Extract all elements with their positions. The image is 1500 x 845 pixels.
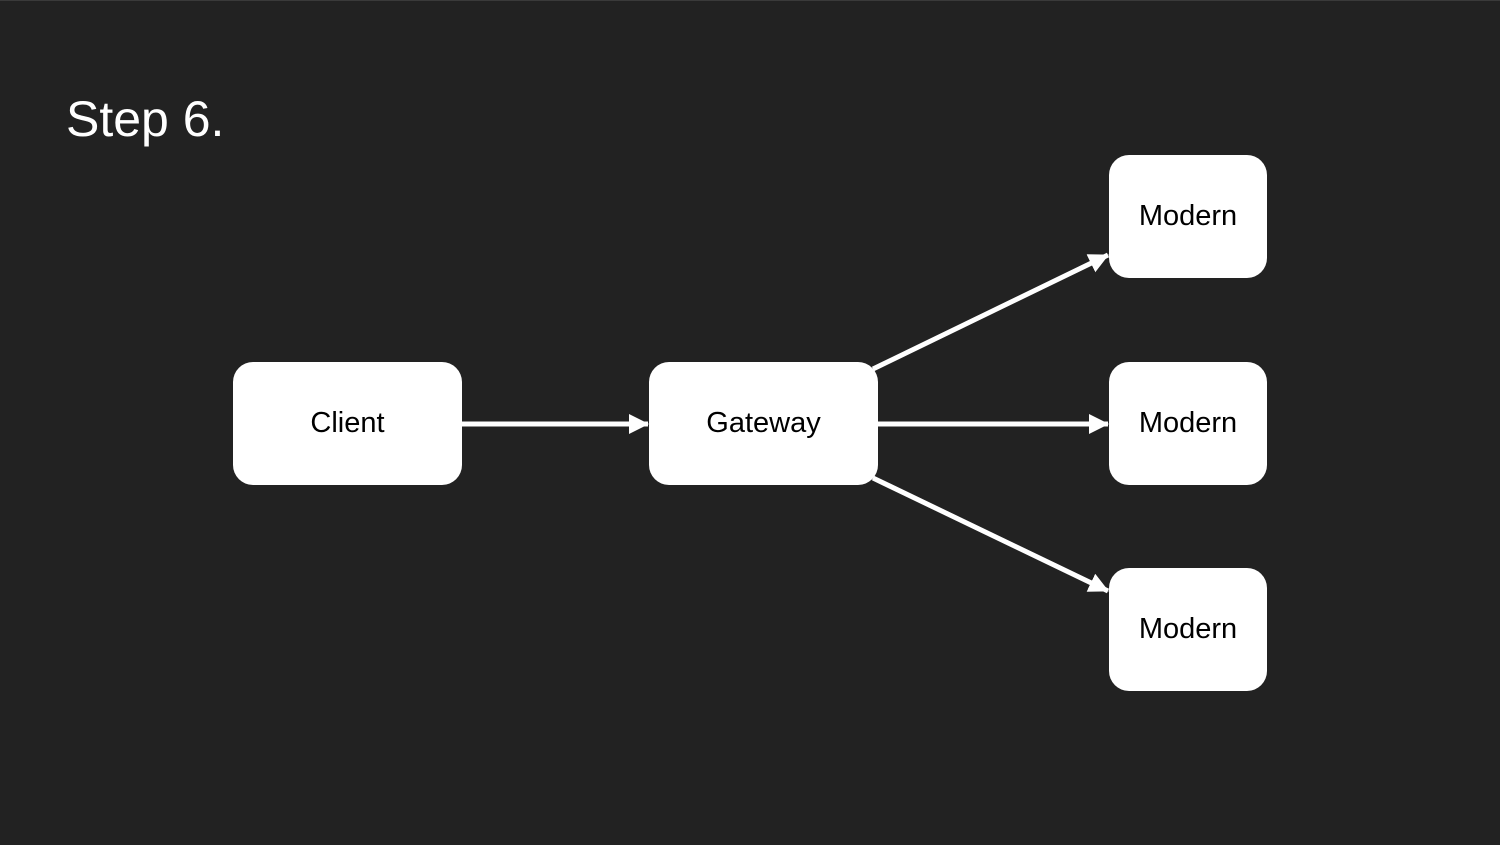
modern-node-bottom: Modern <box>1109 568 1267 691</box>
modern-node-label: Modern <box>1138 613 1238 645</box>
modern-node-label: Modern <box>1138 407 1238 439</box>
edge-gateway-modern-top <box>871 252 1110 372</box>
modern-node-top: Modern <box>1109 155 1267 278</box>
edge-gateway-modern-bottom <box>871 475 1110 594</box>
gateway-node-label: Gateway <box>706 407 821 439</box>
modern-node-label: Modern <box>1138 200 1238 232</box>
client-node: Client <box>233 362 462 485</box>
modern-node-middle: Modern <box>1109 362 1267 485</box>
slide-title: Step 6. <box>66 91 225 147</box>
gateway-node: Gateway <box>649 362 878 485</box>
client-node-label: Client <box>310 407 385 439</box>
